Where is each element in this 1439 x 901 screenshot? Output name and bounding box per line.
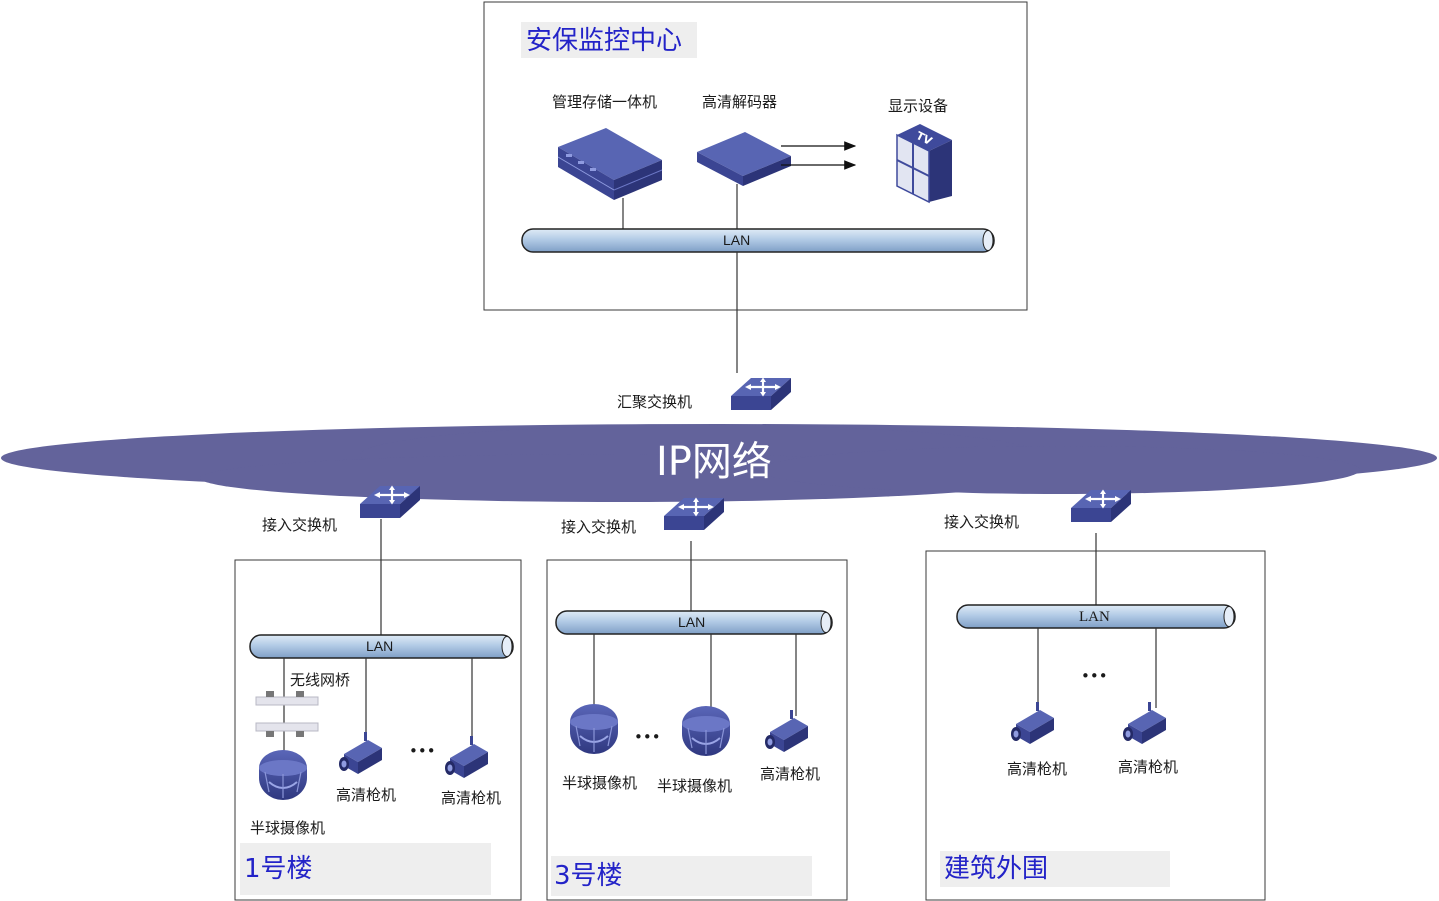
building3-dome-camera-1-icon [569,703,619,755]
building3-dome2-label: 半球摄像机 [657,777,732,795]
building1-ellipsis: ••• [409,742,436,760]
perimeter-title: 建筑外围 [944,854,1048,884]
storage-server-icon [557,128,663,200]
perimeter-lan-label: LAN [1079,609,1110,625]
building3-ellipsis: ••• [634,728,661,746]
center-lan-pipe [521,228,995,253]
building3-dome1-label: 半球摄像机 [562,774,637,792]
perimeter-lan-pipe [956,604,1236,629]
building1-gun1-label: 高清枪机 [336,786,396,804]
perimeter-title-bg [940,851,1170,887]
building3-dome-camera-2-icon [681,705,731,757]
building1-dome-label: 半球摄像机 [250,819,325,837]
decoder-icon [697,132,791,186]
core-switch-label: 汇聚交换机 [617,393,692,411]
building1-title-bg [240,843,491,895]
access-switch-3-icon [662,496,726,532]
building1-dome-camera-icon [258,749,308,801]
display-wall-icon: TV [896,124,952,204]
center-lan-label: LAN [723,232,750,248]
security-center-title: 安保监控中心 [526,26,682,56]
access-switch-perimeter-label: 接入交换机 [944,513,1019,531]
access-switch-3-label: 接入交换机 [561,518,636,536]
access-switch-perimeter-icon [1069,488,1133,524]
display-label: 显示设备 [888,97,948,115]
building1-gun2-label: 高清枪机 [441,789,501,807]
building1-title: 1号楼 [244,854,313,884]
building1-lan-pipe [249,634,514,659]
building3-gun-label: 高清枪机 [760,765,820,783]
building3-title-bg [551,856,812,896]
wireless-bridge-label: 无线网桥 [290,671,350,689]
access-switch-1-label: 接入交换机 [262,516,337,534]
building3-lan-label: LAN [678,614,705,630]
ip-network-label: IP网络 [656,439,772,485]
building3-lan-pipe [555,610,833,635]
perimeter-gun1-label: 高清枪机 [1007,760,1067,778]
perimeter-gun2-label: 高清枪机 [1118,758,1178,776]
wireless-bridge-icon [255,691,319,737]
core-switch-icon [729,376,793,412]
security-center-title-bg [521,22,697,58]
perimeter-ellipsis: ••• [1081,667,1108,685]
storage-label: 管理存储一体机 [552,93,657,111]
building3-title: 3号楼 [554,861,623,891]
decoder-label: 高清解码器 [702,93,777,111]
building1-lan-label: LAN [366,638,393,654]
